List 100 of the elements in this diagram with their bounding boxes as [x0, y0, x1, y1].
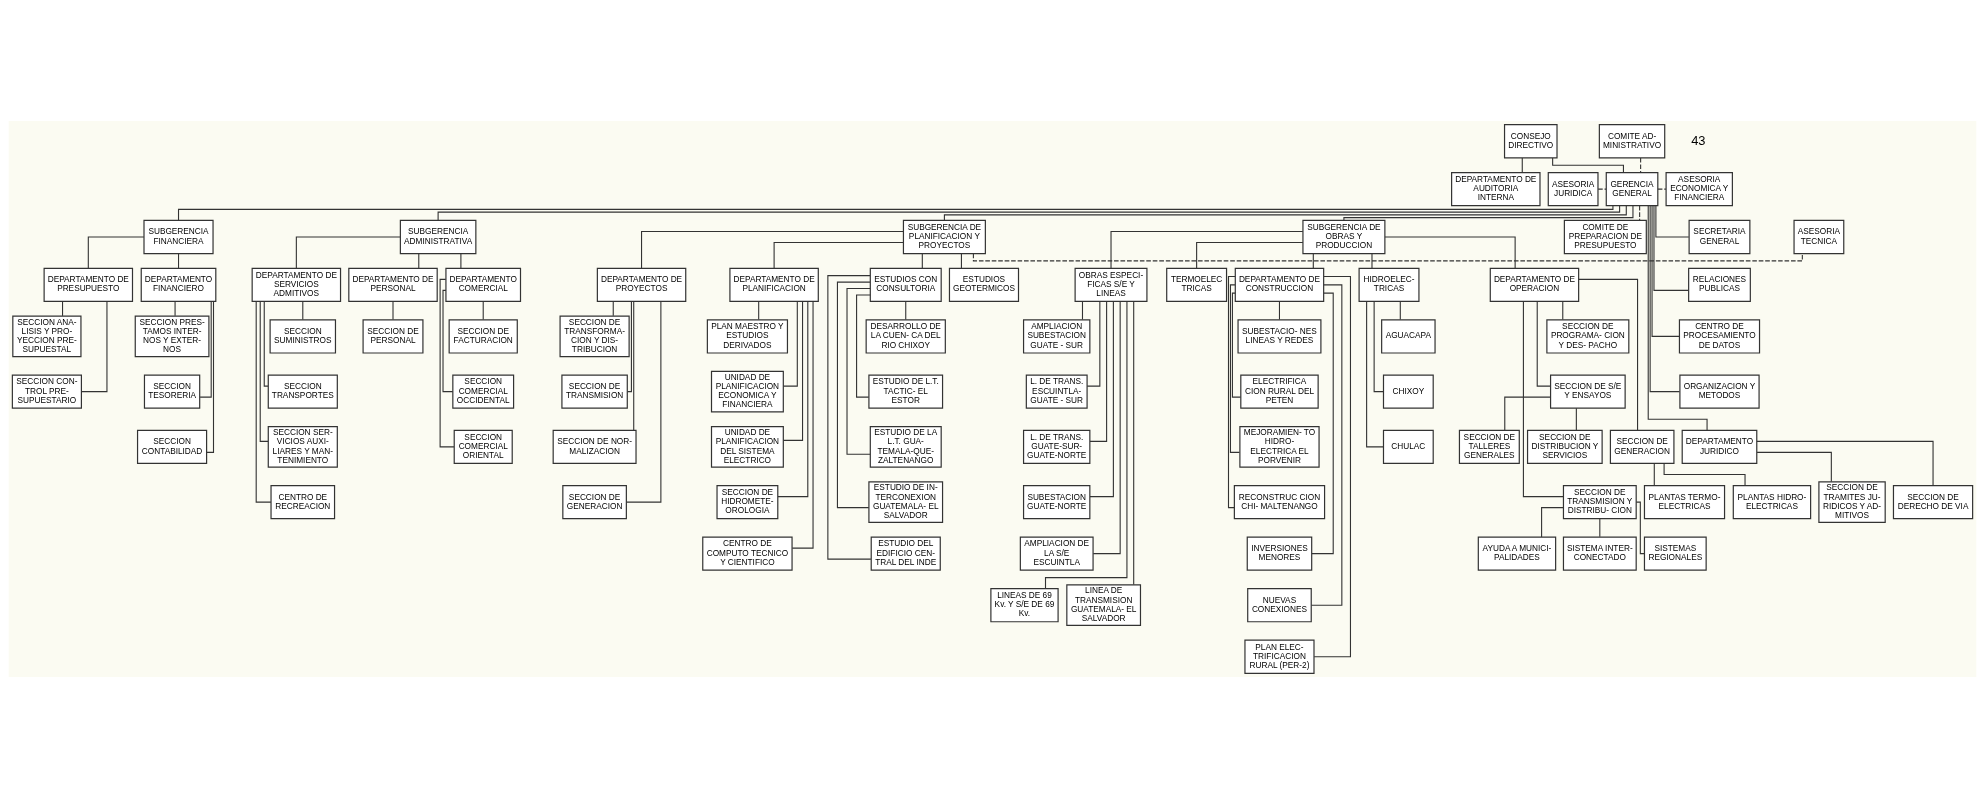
connector: [439, 278, 455, 448]
node-box: SECCION DE NOR- MALIZACION: [552, 429, 637, 465]
connector: [783, 300, 804, 441]
node-box: DEPARTAMENTO DE PRESUPUESTO: [43, 267, 134, 303]
connector: [1196, 241, 1304, 269]
connector: [626, 300, 632, 393]
node-box: ASESORIA TECNICA: [1793, 219, 1845, 255]
node-box: CHIXOY: [1382, 374, 1434, 409]
connector: [1311, 292, 1334, 555]
connector: [972, 253, 1803, 262]
connector: [1384, 236, 1516, 269]
connector: [827, 275, 872, 560]
connector: [263, 301, 269, 387]
connector: [836, 281, 871, 509]
connector: [1110, 230, 1304, 269]
node-box: SECCION DE PERSONAL: [362, 319, 424, 354]
connector: [1229, 284, 1240, 453]
connector: [905, 300, 907, 321]
connector: [1575, 407, 1577, 431]
connector: [1278, 300, 1281, 321]
node-box: NUEVAS CONEXIONES: [1247, 588, 1312, 623]
node-box: LINEAS DE 69 Kv. Y S/E DE 69 Kv.: [990, 588, 1059, 623]
connector: [612, 300, 614, 317]
node-box: PLAN MAESTRO Y ESTUDIOS DERIVADOS: [706, 319, 789, 354]
node-box: OBRAS ESPECI- FICAS S/E Y LINEAS: [1074, 267, 1148, 303]
node-box: CHULAC: [1382, 429, 1434, 465]
node-box: AMPLIACION DE LA S/E ESCUINTLA: [1019, 536, 1094, 571]
node-box: RELACIONES PUBLICAS: [1688, 267, 1751, 303]
connector: [846, 288, 871, 455]
connector: [943, 205, 1627, 221]
node-box: SECCION DE FACTURACION: [448, 319, 518, 354]
node-box: SUBESTACIO- NES LINEAS Y REDES: [1237, 319, 1322, 354]
connector: [1086, 301, 1101, 387]
connector: [1541, 507, 1564, 538]
connector: [1657, 188, 1667, 190]
connector: [177, 205, 1614, 221]
connector: [62, 300, 64, 317]
node-box: SECCION TESORERIA: [143, 374, 201, 409]
connector: [1366, 301, 1384, 448]
node-box: DEPARTAMENTO DE PERSONAL: [348, 267, 438, 303]
node-box: GERENCIA GENERAL: [1605, 171, 1659, 207]
connector: [1562, 300, 1564, 321]
node-box: SUBGERENCIA ADMINISTRATIVA: [399, 219, 477, 255]
node-box: CENTRO DE COMPUTO TECNICO Y CIENTIFICO: [702, 536, 793, 571]
connector: [1089, 301, 1108, 442]
node-box: CENTRO DE RECREACION: [270, 484, 336, 520]
connector: [295, 236, 401, 269]
connector: [1639, 205, 1641, 221]
connector: [856, 294, 871, 398]
connector: [1313, 276, 1351, 658]
node-box: SUBGERENCIA FINANCIERA: [143, 219, 214, 255]
node-box: SECCION DE TRANSFORMA- CION Y DIS- TRIBUCION: [559, 315, 630, 358]
connector: [1649, 205, 1681, 393]
node-box: SUBESTACION GUATE-NORTE: [1022, 484, 1091, 520]
node-box: SUBGERENCIA DE OBRAS Y PRODUCCION: [1302, 219, 1386, 255]
node-box: DEPARTAMENTO JURIDICO: [1681, 429, 1758, 465]
node-box: HIDROELEC- TRICAS: [1358, 267, 1420, 303]
connector: [626, 301, 662, 503]
node-box: ASESORIA JURIDICA: [1547, 171, 1599, 207]
node-box: SECCION ANA- LISIS Y PRO- YECCION PRE- SUPUESTAL: [12, 315, 82, 358]
node-box: SECCION DE DISTRIBUCION Y SERVICIOS: [1526, 429, 1603, 465]
node-box: DEPARTAMENTO DE OPERACION: [1489, 267, 1580, 303]
connector: [1653, 205, 1689, 291]
connector: [259, 301, 269, 442]
node-box: DEPARTAMENTO DE PLANIFICACION: [729, 267, 819, 303]
connector: [442, 289, 454, 393]
node-box: SISTEMAS REGIONALES: [1643, 536, 1707, 571]
node-box: DEPARTAMENTO DE PROYECTOS: [596, 267, 687, 303]
connector: [255, 301, 272, 503]
connector: [1663, 463, 1746, 486]
node-box: TERMOELEC TRICAS: [1166, 267, 1228, 303]
node-box: CONSEJO DIRECTIVO: [1503, 124, 1558, 159]
node-box: ORGANIZACION Y METODOS: [1679, 374, 1760, 409]
connector: [633, 301, 635, 431]
node-box: SISTEMA INTER- CONECTADO: [1562, 536, 1637, 571]
node-box: DEPARTAMENTO DE AUDITORIA INTERNA: [1451, 171, 1541, 207]
connector: [199, 300, 212, 398]
node-box: ELECTRIFICA CION RURAL DEL PETEN: [1240, 374, 1319, 409]
node-box: PLANTAS TERMO- ELECTRICAS: [1643, 484, 1726, 520]
connector: [1310, 284, 1343, 606]
connector: [392, 300, 394, 321]
connector: [1756, 451, 1832, 483]
connector: [1504, 396, 1551, 431]
node-box: SECCION PRES- TAMOS INTER- NOS Y EXTER- NOS: [134, 315, 210, 358]
node-box: L. DE TRANS. ESCUINTLA- GUATE - SUR: [1025, 374, 1088, 409]
node-box: LINEA DE TRANSMISION GUATEMALA- EL SALVADOR: [1066, 584, 1142, 627]
node-box: ESTUDIO DEL EDIFICIO CEN- TRAL DEL INDE: [870, 536, 941, 571]
node-box: ESTUDIOS GEOTERMICOS: [948, 267, 1020, 303]
connector: [1133, 301, 1135, 586]
node-box: DEPARTAMENTO COMERCIAL: [445, 267, 522, 303]
connector: [1373, 300, 1385, 393]
node-box: SECCION DE HIDROMETE- OROLOGIA: [716, 484, 779, 520]
connector: [791, 301, 814, 549]
connector: [174, 300, 176, 317]
connector: [773, 241, 904, 269]
node-box: SECCION TRANSPORTES: [267, 374, 338, 409]
connector: [1089, 300, 1114, 498]
node-box: SUBGERENCIA DE PLANIFICACION Y PROYECTOS: [902, 219, 986, 255]
connector: [1640, 157, 1642, 173]
node-box: RECONSTRUC CION CHI- MALTENANGO: [1233, 484, 1326, 520]
